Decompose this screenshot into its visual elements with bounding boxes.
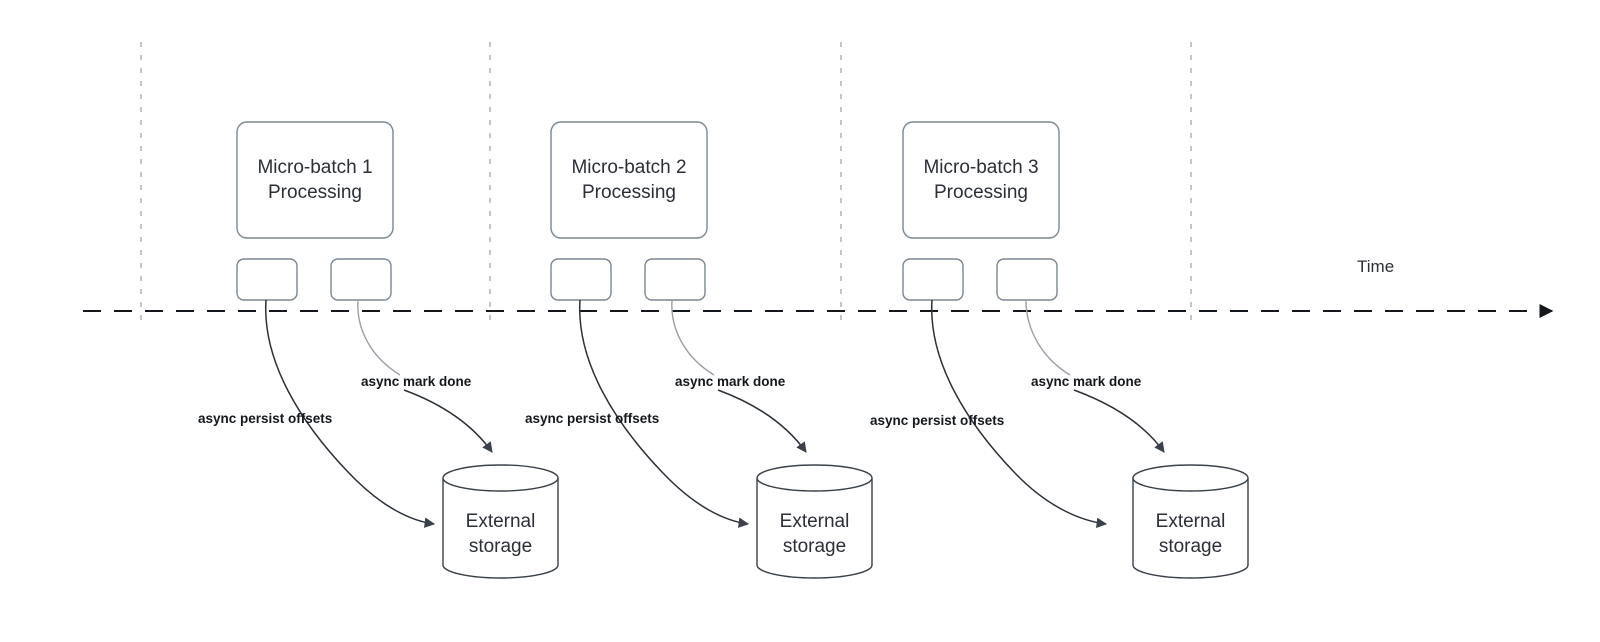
micro-batch-1-label-line2: Processing — [268, 182, 362, 203]
micro-batch-1-label-line1: Micro-batch 1 — [257, 157, 372, 178]
external-storage-3-label-line1: External — [1156, 511, 1226, 532]
task-box-persist-3[interactable] — [902, 258, 964, 301]
async-mark-done-2-label: async mark done — [675, 374, 786, 389]
external-storage-2[interactable]: External storage — [756, 464, 873, 579]
async-mark-done-1-arrow — [403, 389, 493, 453]
async-mark-done-3-arrow — [1073, 389, 1165, 453]
external-storage-3-top — [1132, 464, 1249, 492]
async-persist-offsets-1-arrow — [265, 299, 436, 528]
async-persist-offsets-1-label: async persist offsets — [198, 411, 332, 426]
external-storage-2-body — [756, 478, 873, 579]
group-2: Micro-batch 2 Processing async persist o… — [525, 121, 873, 579]
async-mark-done-3-arrow-upper — [1025, 299, 1071, 376]
micro-batch-2-label-line1: Micro-batch 2 — [571, 157, 686, 178]
micro-batch-2-label-line2: Processing — [582, 182, 676, 203]
async-mark-done-1-arrow-upper — [357, 299, 401, 376]
external-storage-2-top — [756, 464, 873, 492]
micro-batch-1-box[interactable] — [236, 121, 394, 239]
async-mark-done-1-label: async mark done — [361, 374, 472, 389]
external-storage-1[interactable]: External storage — [442, 464, 559, 579]
async-persist-offsets-2-label: async persist offsets — [525, 411, 659, 426]
external-storage-2-label-line2: storage — [783, 536, 846, 557]
external-storage-1-label-line1: External — [466, 511, 536, 532]
task-box-persist-2[interactable] — [550, 258, 612, 301]
external-storage-3[interactable]: External storage — [1132, 464, 1249, 579]
micro-batch-2-box[interactable] — [550, 121, 708, 239]
async-mark-done-2-arrow — [717, 389, 807, 453]
task-box-markdone-3[interactable] — [996, 258, 1058, 301]
group-1: Micro-batch 1 Processing async persist o… — [198, 121, 559, 579]
external-storage-2-label-line1: External — [780, 511, 850, 532]
time-axis: Time — [83, 257, 1554, 318]
task-box-markdone-2[interactable] — [644, 258, 706, 301]
async-persist-offsets-3-arrow — [931, 299, 1108, 529]
async-persist-offsets-3-label: async persist offsets — [870, 413, 1004, 428]
async-mark-done-3-label: async mark done — [1031, 374, 1142, 389]
external-storage-1-body — [442, 478, 559, 579]
micro-batch-3-label-line1: Micro-batch 3 — [923, 157, 1038, 178]
async-persist-offsets-2-arrow — [579, 299, 750, 528]
time-axis-label: Time — [1357, 257, 1394, 276]
group-3: Micro-batch 3 Processing async persist o… — [870, 121, 1249, 579]
task-box-markdone-1[interactable] — [330, 258, 392, 301]
micro-batch-3-box[interactable] — [902, 121, 1060, 239]
external-storage-1-top — [442, 464, 559, 492]
external-storage-3-body — [1132, 478, 1249, 579]
external-storage-3-label-line2: storage — [1159, 536, 1222, 557]
async-mark-done-2-arrow-upper — [671, 299, 715, 376]
task-box-persist-1[interactable] — [236, 258, 298, 301]
micro-batch-3-label-line2: Processing — [934, 182, 1028, 203]
external-storage-1-label-line2: storage — [469, 536, 532, 557]
